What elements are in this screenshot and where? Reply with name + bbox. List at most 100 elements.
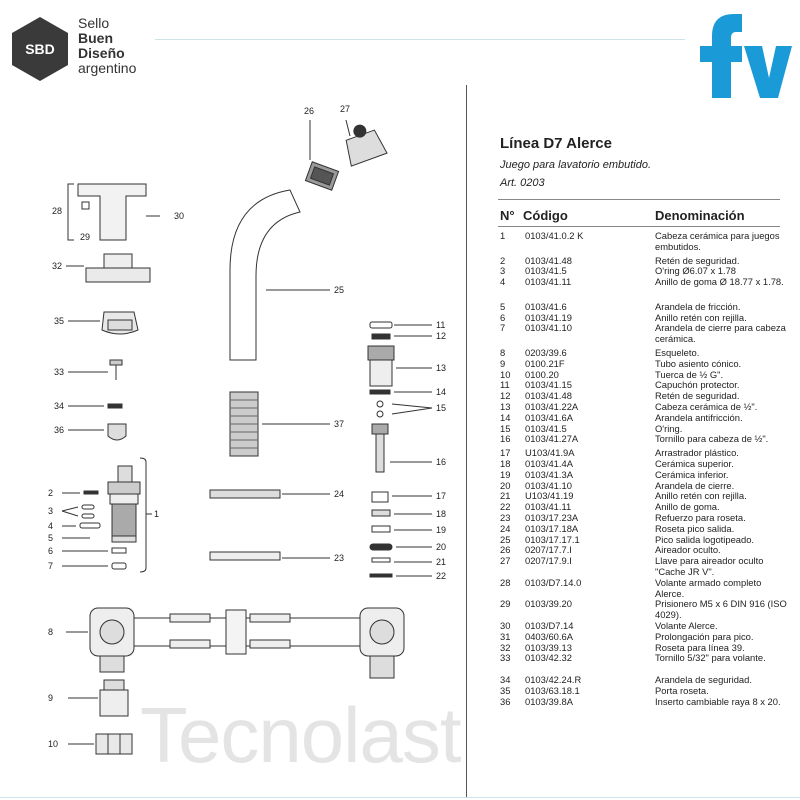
part-1-cabeza-ceramica (117, 465, 133, 483)
row-code: 0103/42.24.R (525, 674, 582, 685)
row-description: Arandela de fricción. (655, 300, 741, 312)
row-number: 29 (500, 598, 511, 610)
article-number: Art. 0203 (500, 177, 545, 189)
row-number: 12 (500, 390, 511, 402)
part-21-anillo (371, 557, 391, 563)
part-15-oring-a (376, 400, 384, 408)
part-19-ceramica-inf (371, 525, 391, 533)
label-29: 29 (80, 232, 90, 242)
row-description: Cerámica superior. (655, 458, 734, 469)
row-description: O'ring. (655, 422, 683, 434)
row-number: 32 (500, 641, 511, 653)
label-21: 21 (436, 557, 446, 567)
row-code: 0103/41.5 (525, 265, 567, 277)
row-code: 0207/17.9.I (525, 555, 572, 567)
part-17-arrastrador (371, 491, 389, 503)
row-description: Retén de seguridad. (655, 254, 740, 266)
label-13: 13 (436, 363, 446, 373)
bracket-28 (67, 183, 74, 241)
row-code: 0103/41.22A (525, 401, 579, 412)
row-description: Llave para aireador oculto "Cache JR V". (655, 555, 764, 577)
label-37: 37 (334, 419, 344, 429)
row-code: 0103/39.13 (525, 641, 572, 653)
row-description: Capuchón protector. (655, 379, 740, 391)
row-number: 4 (500, 276, 506, 288)
row-description: Arandela de cierre. (655, 479, 735, 491)
row-number: 26 (500, 544, 511, 556)
part-20-arandela-cierre (369, 543, 393, 551)
label-4: 4 (48, 521, 53, 531)
row-code: 0103/41.5 (525, 422, 567, 434)
row-code: U103/41.9A (525, 447, 575, 459)
product-title: Línea D7 Alerce (500, 135, 612, 152)
top-divider (155, 39, 685, 40)
row-number: 8 (500, 347, 506, 358)
label-33: 33 (54, 367, 64, 377)
part-12-reten (371, 333, 391, 340)
row-description: Anillo de goma. (655, 501, 720, 513)
label-30: 30 (174, 211, 184, 221)
label-11: 11 (436, 320, 445, 330)
label-35: 35 (54, 316, 64, 326)
row-description: Arandela de seguridad. (655, 674, 752, 685)
row-number: 34 (500, 674, 511, 685)
row-code: 0103/41.19 (525, 311, 572, 323)
row-code: 0103/41.10 (525, 479, 572, 491)
label-18: 18 (436, 509, 446, 519)
part-29-prisionero (81, 201, 90, 210)
part-25-pico (229, 189, 301, 361)
row-description: Tornillo 5/32" para volante. (655, 652, 766, 664)
sbd-hexagon-logo: SBD (12, 17, 68, 81)
row-code: 0103/17.18A (525, 522, 579, 534)
row-description: O'ring Ø6.07 x 1.78 (655, 265, 737, 277)
tecnolast-watermark: Tecnolast (140, 691, 462, 779)
row-code: 0103/41.48 (525, 254, 572, 266)
row-number: 17 (500, 447, 511, 459)
part-33-tornillo (109, 359, 123, 366)
exploded-diagram: 28 29 30 32 35 33 34 36 2 3 4 5 6 7 1 8 … (48, 104, 446, 755)
row-number: 3 (500, 265, 506, 277)
sbd-line-3: Diseño (78, 45, 125, 61)
label-8: 8 (48, 627, 53, 637)
table-header-top-rule (498, 199, 780, 200)
row-number: 6 (500, 311, 506, 323)
row-code: 0103/17.23A (525, 512, 579, 523)
part-18-ceramica-sup (371, 509, 391, 517)
row-number: 20 (500, 479, 511, 491)
row-code: U103/41.19 (525, 490, 574, 502)
column-header-description: Denominación (655, 208, 745, 223)
label-16: 16 (436, 457, 446, 467)
row-description: Arandela antifricción. (655, 411, 743, 423)
row-number: 10 (500, 368, 511, 380)
row-code: 0103/41.3A (525, 468, 573, 480)
row-code: 0103/41.11 (525, 501, 572, 513)
row-number: 13 (500, 401, 511, 412)
row-code: 0103/41.6 (525, 300, 567, 312)
label-17: 17 (436, 491, 446, 501)
row-number: 36 (500, 695, 511, 707)
label-6: 6 (48, 546, 53, 556)
row-number: 16 (500, 433, 511, 445)
label-20: 20 (436, 542, 446, 552)
fv-logo: fv (700, 14, 792, 98)
part-9-tubo (103, 679, 125, 691)
row-number: 7 (500, 322, 506, 334)
label-10: 10 (48, 739, 58, 749)
row-number: 9 (500, 357, 506, 369)
row-code: 0207/17.7.I (525, 544, 572, 556)
sbd-badge-text: SBD (25, 41, 55, 57)
row-description: Cabeza cerámica para juegos embutidos. (655, 230, 780, 252)
row-number: 33 (500, 652, 511, 664)
row-number: 24 (500, 522, 511, 534)
label-26: 26 (304, 106, 314, 116)
part-26-aireador (304, 161, 340, 191)
row-description: Tornillo para cabeza de ½". (655, 433, 769, 445)
label-34: 34 (54, 401, 64, 411)
part-22-anillo-goma (369, 573, 393, 578)
sbd-line-4: argentino (78, 60, 137, 76)
row-number: 21 (500, 490, 511, 502)
part-16-tornillo (371, 423, 389, 435)
label-12: 12 (436, 331, 446, 341)
column-header-code: Código (523, 208, 568, 223)
row-code: 0103/D7.14 (525, 620, 574, 631)
